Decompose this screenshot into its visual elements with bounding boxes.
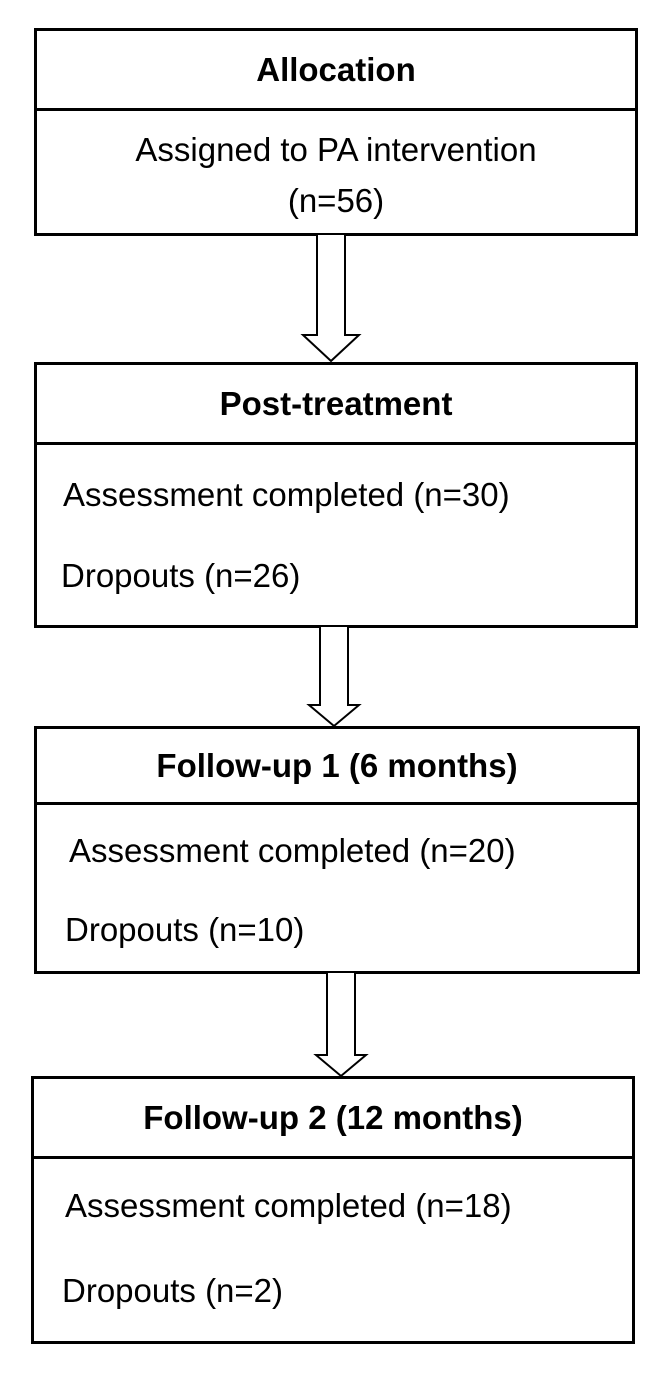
follow-up-1-body: Assessment completed (n=20) Dropouts (n=… — [37, 802, 637, 971]
post-treatment-box: Post-treatment Assessment completed (n=3… — [34, 362, 638, 628]
follow-up-2-title-text: Follow-up 2 (12 months) — [143, 1098, 523, 1136]
follow-up-2-box: Follow-up 2 (12 months) Assessment compl… — [31, 1076, 635, 1344]
allocation-body: Assigned to PA intervention (n=56) — [37, 108, 635, 233]
allocation-title-text: Allocation — [256, 50, 416, 88]
down-arrow-2 — [306, 627, 362, 728]
post-treatment-dropouts: Dropouts (n=26) — [61, 557, 301, 594]
follow-up-1-title-text: Follow-up 1 (6 months) — [156, 746, 518, 784]
allocation-title: Allocation — [37, 31, 635, 111]
follow-up-2-title: Follow-up 2 (12 months) — [34, 1079, 632, 1159]
allocation-line-1: Assigned to PA intervention — [135, 131, 537, 168]
allocation-line-2: (n=56) — [287, 182, 385, 219]
post-treatment-title: Post-treatment — [37, 365, 635, 445]
follow-up-1-completed: Assessment completed (n=20) — [69, 832, 516, 869]
follow-up-1-box: Follow-up 1 (6 months) Assessment comple… — [34, 726, 640, 974]
post-treatment-title-text: Post-treatment — [219, 384, 453, 422]
follow-up-2-dropouts: Dropouts (n=2) — [62, 1272, 284, 1309]
down-arrow-1 — [300, 235, 362, 363]
follow-up-1-title: Follow-up 1 (6 months) — [37, 729, 637, 805]
post-treatment-body: Assessment completed (n=30) Dropouts (n=… — [37, 442, 635, 625]
follow-up-2-completed: Assessment completed (n=18) — [65, 1187, 512, 1224]
follow-up-2-body: Assessment completed (n=18) Dropouts (n=… — [34, 1156, 632, 1341]
post-treatment-completed: Assessment completed (n=30) — [63, 476, 510, 513]
down-arrow-3 — [313, 973, 369, 1078]
allocation-box: Allocation Assigned to PA intervention (… — [34, 28, 638, 236]
follow-up-1-dropouts: Dropouts (n=10) — [65, 911, 305, 948]
